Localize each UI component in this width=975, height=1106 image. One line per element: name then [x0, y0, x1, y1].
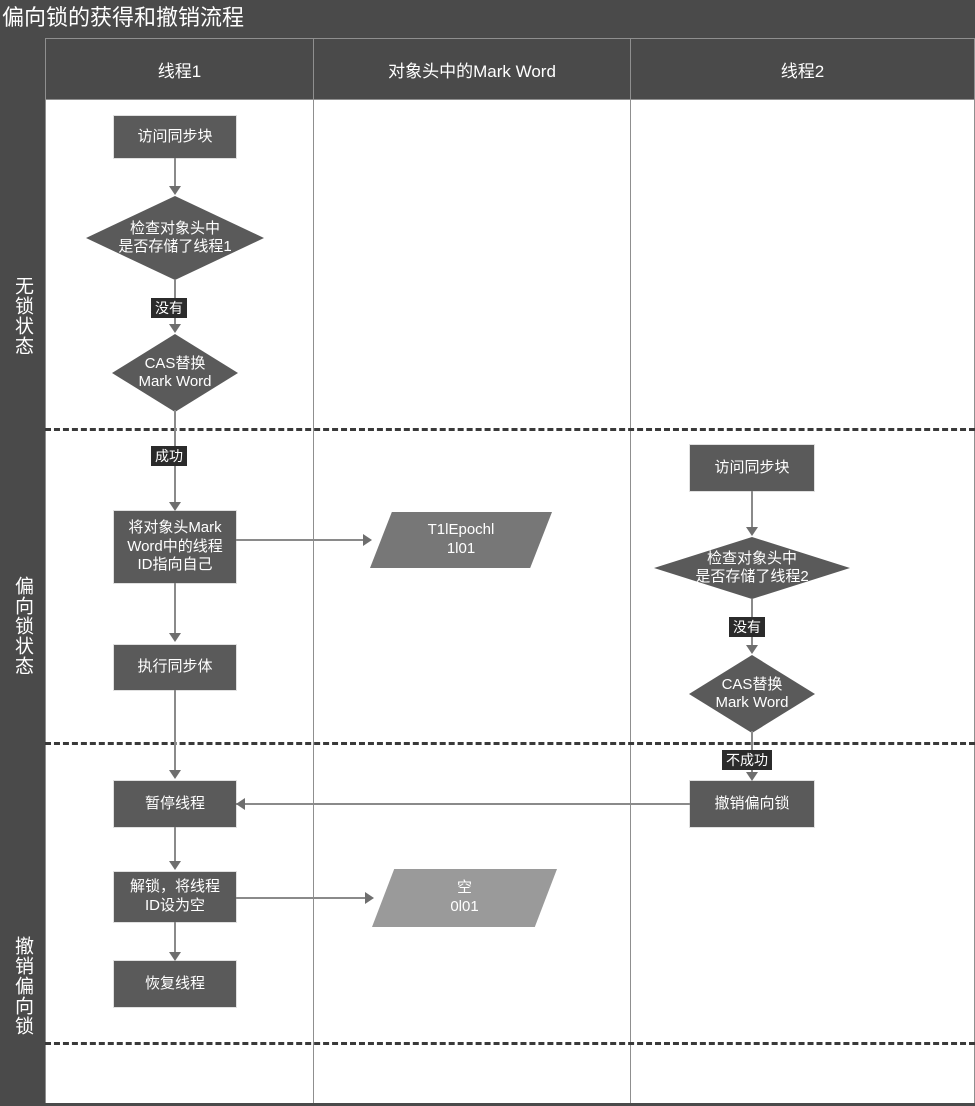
node-t1-check-line1: 检查对象头中: [129, 220, 220, 237]
node-markword-empty[interactable]: 空 0l01: [372, 869, 557, 927]
connector-t1-7: [174, 922, 176, 958]
arrowhead-t1-5: [169, 770, 181, 779]
arrowhead-t1-4: [169, 633, 181, 642]
arrowhead-markword-2: [365, 892, 374, 904]
node-t2-access-sync-block[interactable]: 访问同步块: [690, 445, 814, 491]
arrowhead-markword-1: [363, 534, 372, 546]
sidebar-state-biased: 偏向锁状态: [12, 576, 33, 676]
arrowhead-t2-1: [746, 527, 758, 536]
arrowhead-t1-3: [169, 502, 181, 511]
node-markword-epoch-line2: 1l01: [446, 540, 476, 557]
node-t2-check-line2: 是否存储了线程2: [695, 568, 809, 585]
node-t1-setid-line3: ID指向自己: [137, 556, 213, 574]
lane-header-thread1: 线程1: [45, 38, 314, 100]
node-t1-check-line2: 是否存储了线程1: [118, 238, 232, 255]
arrowhead-t2-2: [746, 645, 758, 654]
lane-body-thread2: [630, 100, 975, 1103]
sidebar-state-unlocked: 无锁状态: [12, 276, 33, 356]
arrowhead-t1-2: [169, 324, 181, 333]
edge-label-t2-no: 没有: [729, 617, 765, 637]
connector-t2-to-t1-pause: [236, 803, 690, 805]
node-t1-cas-line1: CAS替换: [144, 355, 206, 372]
state-sidebar: 无锁状态 偏向锁状态 撤销偏向锁: [0, 36, 45, 1103]
node-markword-empty-line2: 0l01: [450, 898, 479, 915]
node-t1-setid-line2: Word中的线程: [127, 537, 223, 555]
lane-header-markword: 对象头中的Mark Word: [313, 38, 631, 100]
node-t1-pause-thread[interactable]: 暂停线程: [114, 781, 236, 827]
arrowhead-t1-7: [169, 952, 181, 961]
node-t2-cas-line2: Mark Word: [715, 694, 789, 711]
node-t1-resume-thread[interactable]: 恢复线程: [114, 961, 236, 1007]
page-title: 偏向锁的获得和撤销流程: [2, 5, 245, 30]
state-divider-1: [45, 428, 975, 431]
connector-t1-6: [174, 827, 176, 867]
node-t1-cas-line2: Mark Word: [138, 373, 212, 390]
connector-t1-5: [174, 690, 176, 776]
node-t2-cas-line1: CAS替换: [721, 676, 783, 693]
lane-header-thread2: 线程2: [630, 38, 975, 100]
node-t1-point-id-to-self[interactable]: 将对象头Mark Word中的线程 ID指向自己: [114, 511, 236, 583]
connector-t1-to-markword: [236, 539, 366, 541]
node-markword-t1-epoch[interactable]: T1lEpochl 1l01: [370, 512, 552, 568]
connector-t2-1: [751, 491, 753, 533]
node-markword-epoch-line1: T1lEpochl: [427, 521, 495, 539]
node-t1-access-sync-block[interactable]: 访问同步块: [114, 116, 236, 158]
arrowhead-t1-pause: [236, 798, 245, 810]
node-markword-empty-line1: 空: [456, 879, 472, 897]
node-t1-unlock-line2: ID设为空: [144, 897, 205, 914]
arrowhead-t2-3: [746, 772, 758, 781]
state-divider-2: [45, 742, 975, 745]
node-t2-revoke-biased-lock[interactable]: 撤销偏向锁: [690, 781, 814, 827]
node-t1-unlock-line1: 解锁，将线程: [129, 878, 220, 896]
lane-body-markword: [313, 100, 631, 1103]
connector-t1-4: [174, 583, 176, 639]
edge-label-t2-fail: 不成功: [722, 750, 772, 770]
edge-label-t1-no: 没有: [151, 298, 187, 318]
arrowhead-t1-6: [169, 861, 181, 870]
node-t1-setid-line1: 将对象头Mark: [128, 518, 222, 536]
node-t2-check-line1: 检查对象头中: [706, 550, 797, 567]
state-divider-3: [45, 1042, 975, 1045]
edge-label-t1-success: 成功: [151, 446, 187, 466]
node-t1-execute-sync-body[interactable]: 执行同步体: [114, 645, 236, 690]
connector-t1-1: [174, 158, 176, 192]
connector-t1-to-markword-2: [236, 897, 368, 899]
sidebar-state-revoke: 撤销偏向锁: [12, 936, 33, 1036]
arrowhead-t1-1: [169, 186, 181, 195]
node-t1-unlock-clear-id[interactable]: 解锁，将线程 ID设为空: [114, 872, 236, 922]
